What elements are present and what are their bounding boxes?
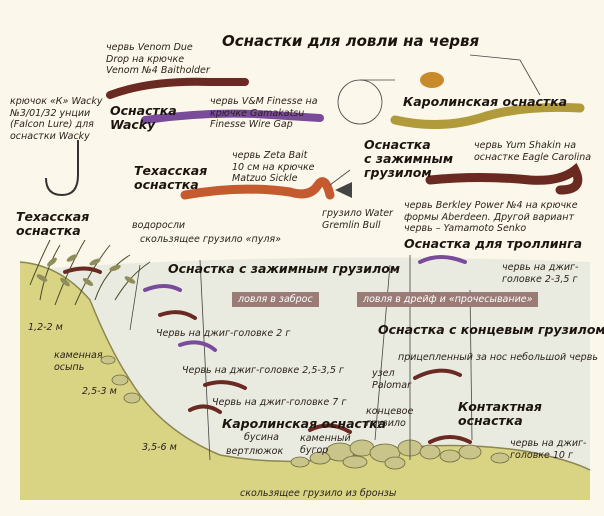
hook-wacky (45, 140, 79, 197)
label-jig-25-35: Червь на джиг-головке 2,5-3,5 г (182, 365, 344, 376)
depth-label: 2,5-3 м (82, 386, 117, 397)
underwater-worms (63, 255, 472, 444)
diagram-title: Оснастки для ловли на червя (222, 32, 480, 50)
rig-texas-left-heading: Техасская оснастка (16, 209, 90, 238)
worm-vm-finesse (141, 109, 324, 124)
rig-wacky-heading: Оснастка Wacky (110, 103, 177, 132)
rig-split-shot-mid-heading: Оснастка с зажимным грузилом (168, 261, 401, 276)
label-jig-2-35: червь на джиг- головке 2-3,5 г (502, 262, 579, 285)
label-hook-wacky: крючок «К» Wacky №3/01/32 унции (Falcon … (10, 96, 103, 142)
label-end-sinker: концевое грузило (366, 406, 414, 429)
label-weeds: водоросли (132, 220, 186, 231)
worm-venom (106, 77, 249, 99)
label-jig-2: Червь на джиг-головке 2 г (156, 328, 291, 339)
rig-drop-shot-heading: Оснастка с концевым грузилом (378, 322, 604, 337)
bottom-contour (19, 261, 591, 471)
worm-berkley (425, 163, 583, 195)
label-brass-sinker: скользящее грузило из бронзы (240, 488, 397, 499)
rig-trolling-heading: Оснастка для троллинга (404, 236, 583, 251)
label-swivel: вертлюжок (226, 446, 284, 457)
rig-split-shot-top-heading: Оснастка с зажимным грузилом (364, 137, 454, 180)
label-jig-10: червь на джиг- головке 10 г (510, 438, 587, 461)
badge-drift: ловля в дрейф и «прочесывание» (357, 292, 539, 307)
label-bullet-sinker: скользящее грузило «пуля» (140, 234, 281, 245)
label-palomar: узел Palomar (372, 368, 411, 391)
rig-texas-top-heading: Техасская оснастка (134, 163, 208, 192)
label-stone-bottom: каменный бугор (300, 433, 351, 456)
sand-bottom (20, 262, 590, 500)
label-jig-7: Червь на джиг-головке 7 г (212, 397, 347, 408)
carolina-sinker (420, 72, 444, 88)
label-berkley: червь Berkley Power №4 на крючке формы A… (404, 200, 578, 234)
leader-lines (129, 54, 541, 461)
label-rocky-scree: каменная осыпь (54, 350, 103, 373)
worm-yum-shakin (390, 102, 585, 129)
label-yum-shakin: червь Yum Shakin на оснастке Eagle Carol… (474, 140, 592, 163)
label-nose-hooked: прицепленный за нос небольшой червь (398, 352, 598, 363)
label-water-gremlin: грузило Water Gremlin Bull (322, 208, 393, 231)
label-zeta-bait: червь Zeta Bait 10 см на крючке Matzuo S… (232, 150, 315, 184)
badge-casting: ловля в заброс (232, 292, 319, 307)
rocky-bottom (100, 355, 510, 470)
label-venom: червь Venom Due Drop на крючке Venom №4 … (106, 42, 210, 76)
weed-leaves (36, 254, 136, 287)
worm-zeta-bait (180, 177, 335, 200)
label-bead: бусина (244, 432, 279, 443)
water-gremlin-sinker (335, 182, 352, 198)
rig-contact-heading: Контактная оснастка (458, 399, 542, 428)
depth-label: 1,2-2 м (28, 322, 63, 333)
rig-carolina-top-heading: Каролинская оснастка (403, 94, 568, 109)
depth-label: 3,5-6 м (142, 442, 177, 453)
rig-carolina-bottom-heading: Каролинская оснастка (222, 416, 387, 431)
label-vm-finesse: червь V&M Finesse на крючке Gamakatsu Fi… (210, 96, 318, 130)
